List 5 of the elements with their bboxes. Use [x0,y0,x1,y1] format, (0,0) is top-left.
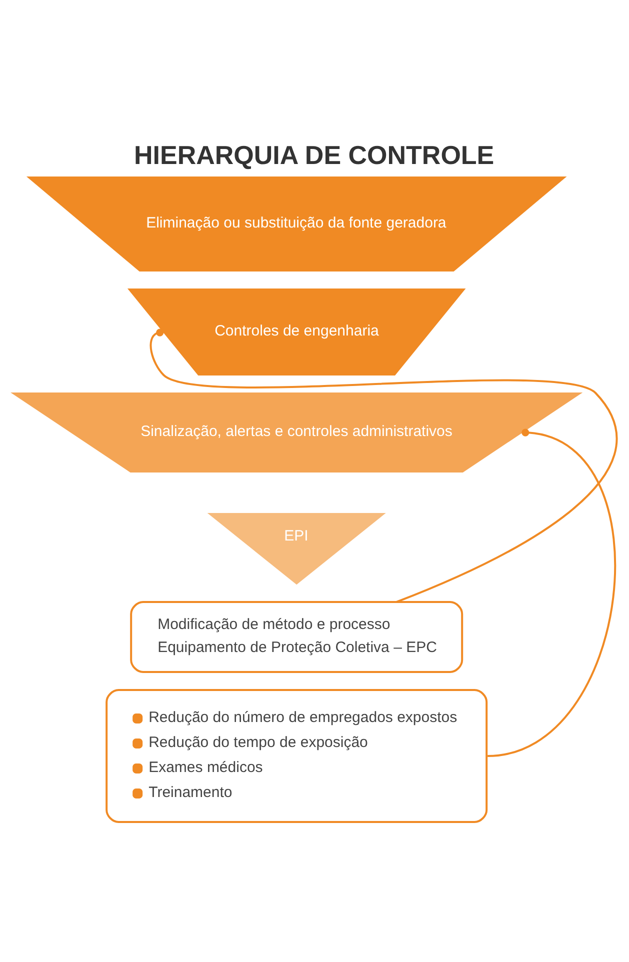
connector [487,428,616,757]
connector [150,328,618,603]
node-box: Modificação de método e processo Equipamento de Proteção Coletiva – EPC [130,601,464,673]
diagram-title: HIERARQUIA DE CONTROLE [134,140,494,170]
node-box: Redução do número de empregados expostos Redução do tempo de exposição Exames médicos Treinamento [106,689,488,823]
